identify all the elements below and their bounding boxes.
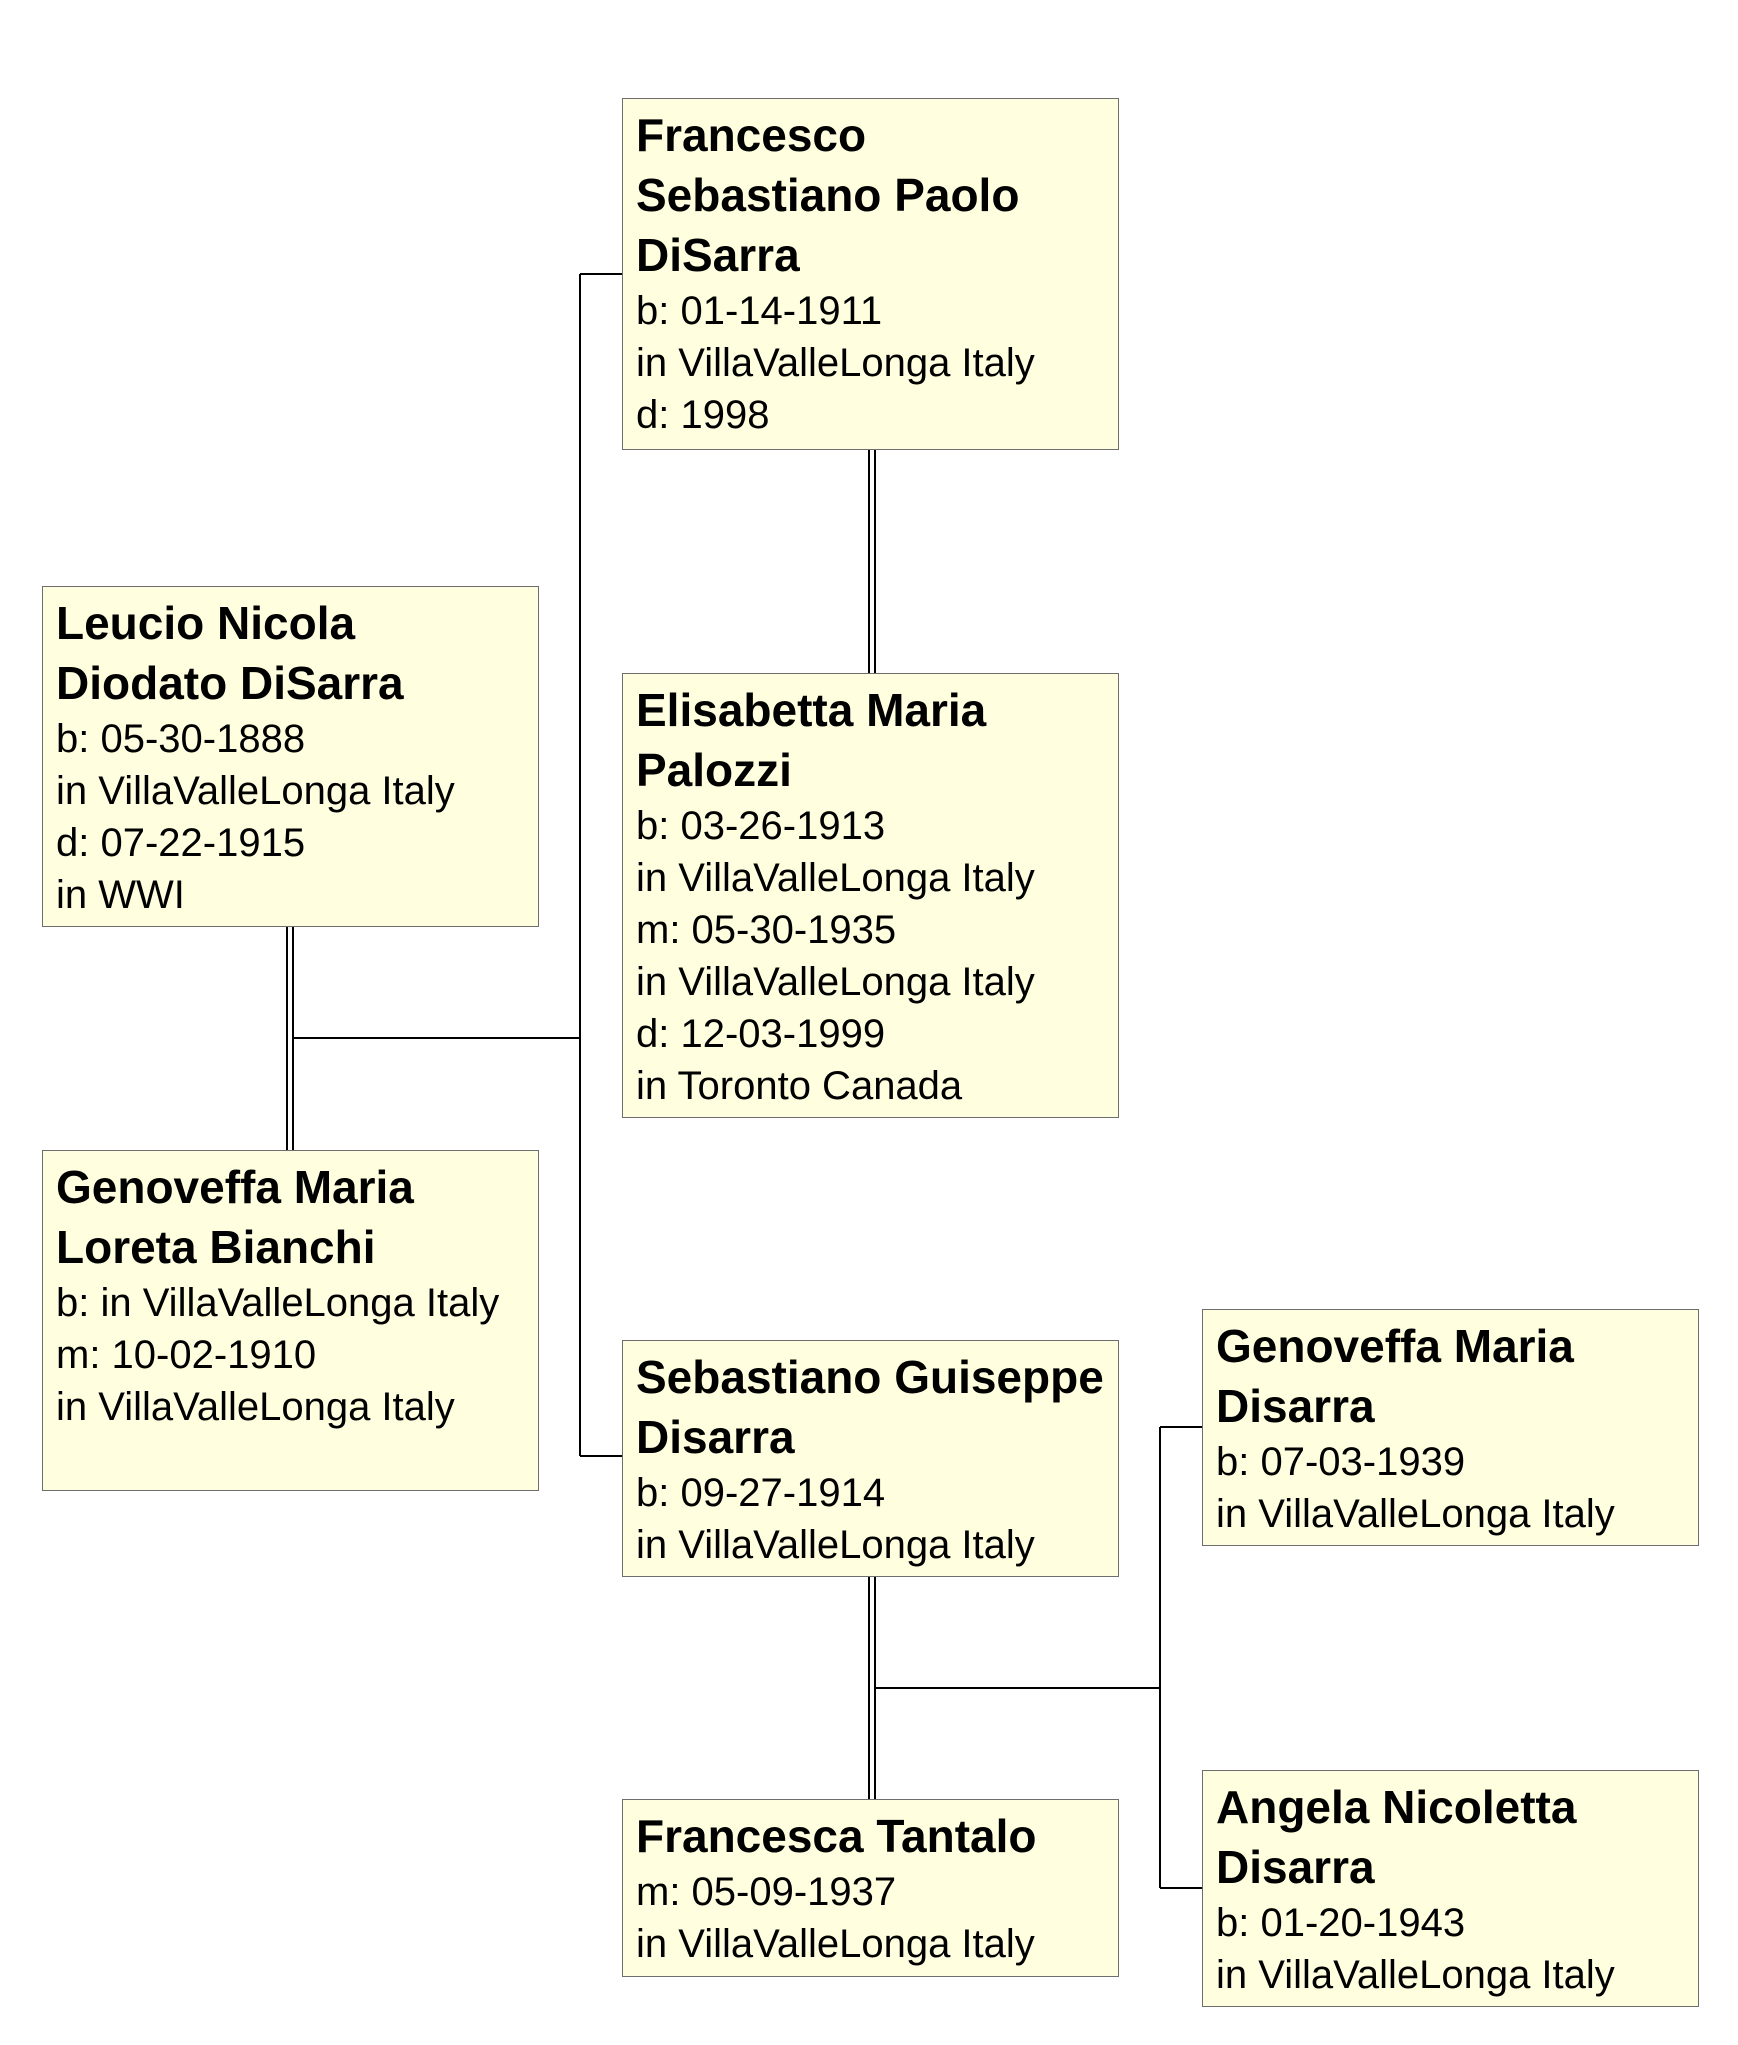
person-box-elisabetta[interactable]: Elisabetta Maria Palozzi b: 03-26-1913 i… bbox=[622, 673, 1119, 1118]
marriage-date: m: 10-02-1910 bbox=[56, 1333, 317, 1377]
person-name: Genoveffa Maria Disarra bbox=[1216, 1320, 1574, 1432]
birth-date: b: 01-20-1943 bbox=[1216, 1901, 1466, 1945]
person-box-sebastiano[interactable]: Sebastiano Guiseppe Disarra b: 09-27-191… bbox=[622, 1340, 1119, 1577]
birth-date: b: 07-03-1939 bbox=[1216, 1440, 1466, 1484]
birth-date: b: 09-27-1914 bbox=[636, 1471, 886, 1515]
birth-place: in VillaValleLonga Italy bbox=[56, 769, 455, 813]
person-name: Sebastiano Guiseppe Disarra bbox=[636, 1351, 1104, 1463]
person-box-francesco[interactable]: Francesco Sebastiano Paolo DiSarra b: 01… bbox=[622, 98, 1119, 450]
death-date: d: 1998 bbox=[636, 393, 770, 437]
person-box-angela[interactable]: Angela Nicoletta Disarra b: 01-20-1943 i… bbox=[1202, 1770, 1699, 2007]
person-box-leucio[interactable]: Leucio Nicola Diodato DiSarra b: 05-30-1… bbox=[42, 586, 539, 927]
death-date: d: 12-03-1999 bbox=[636, 1012, 886, 1056]
person-name: Angela Nicoletta Disarra bbox=[1216, 1781, 1577, 1893]
marriage-date: m: 05-30-1935 bbox=[636, 908, 897, 952]
person-name: Francesco Sebastiano Paolo DiSarra bbox=[636, 109, 1020, 281]
person-box-genoveffa-bianchi[interactable]: Genoveffa Maria Loreta Bianchi b: in Vil… bbox=[42, 1150, 539, 1491]
birth-place: in VillaValleLonga Italy bbox=[636, 1523, 1035, 1567]
person-box-genoveffa-disarra[interactable]: Genoveffa Maria Disarra b: 07-03-1939 in… bbox=[1202, 1309, 1699, 1546]
birth-place: b: in VillaValleLonga Italy bbox=[56, 1281, 500, 1325]
birth-date: b: 01-14-1911 bbox=[636, 289, 883, 333]
birth-place: in VillaValleLonga Italy bbox=[636, 341, 1035, 385]
birth-place: in VillaValleLonga Italy bbox=[1216, 1953, 1615, 1997]
person-name: Genoveffa Maria Loreta Bianchi bbox=[56, 1161, 414, 1273]
death-date: d: 07-22-1915 bbox=[56, 821, 306, 865]
birth-date: b: 03-26-1913 bbox=[636, 804, 886, 848]
marriage-place: in VillaValleLonga Italy bbox=[56, 1385, 455, 1429]
birth-date: b: 05-30-1888 bbox=[56, 717, 306, 761]
marriage-place: in VillaValleLonga Italy bbox=[636, 1922, 1035, 1966]
marriage-place: in VillaValleLonga Italy bbox=[636, 960, 1035, 1004]
marriage-date: m: 05-09-1937 bbox=[636, 1870, 897, 1914]
person-name: Leucio Nicola Diodato DiSarra bbox=[56, 597, 404, 709]
birth-place: in VillaValleLonga Italy bbox=[1216, 1492, 1615, 1536]
death-place: in WWI bbox=[56, 873, 185, 917]
birth-place: in VillaValleLonga Italy bbox=[636, 856, 1035, 900]
person-box-francesca[interactable]: Francesca Tantalo m: 05-09-1937 in Villa… bbox=[622, 1799, 1119, 1977]
person-name: Elisabetta Maria Palozzi bbox=[636, 684, 987, 796]
person-name: Francesca Tantalo bbox=[636, 1810, 1037, 1862]
death-place: in Toronto Canada bbox=[636, 1064, 963, 1108]
